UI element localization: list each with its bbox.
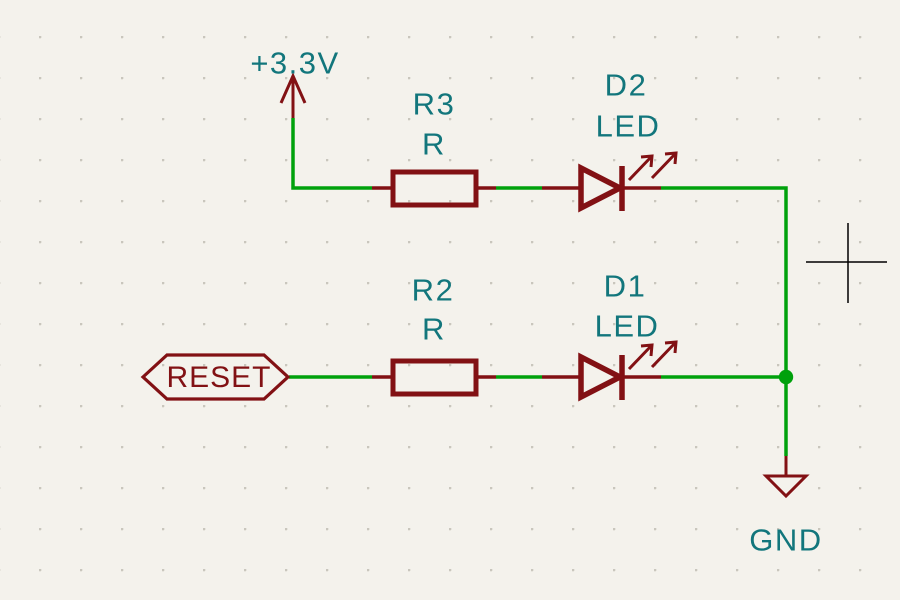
d1-value-label[interactable]: LED — [594, 308, 660, 344]
wire-d2-to-junction[interactable] — [661, 186, 788, 377]
gnd-symbol[interactable] — [762, 456, 810, 499]
led-d1-symbol[interactable] — [542, 340, 678, 402]
wire-vcc-to-r3[interactable] — [291, 118, 372, 190]
r3-body — [390, 169, 479, 208]
d1-diode-triangle — [578, 352, 627, 402]
d2-reference-label[interactable]: D2 — [604, 67, 648, 103]
d2-emission-arrows-icon — [627, 151, 678, 182]
gnd-power-label[interactable]: GND — [749, 522, 823, 558]
r2-value-label[interactable]: R — [422, 311, 446, 347]
d1-reference-label[interactable]: D1 — [603, 268, 647, 304]
reset-net-label-text[interactable]: RESET — [166, 361, 272, 394]
r2-reference-label[interactable]: R2 — [411, 272, 455, 308]
wire-junction-dot[interactable] — [778, 369, 794, 385]
reset-net-label-shape[interactable] — [140, 353, 291, 401]
r3-reference-label[interactable]: R3 — [412, 86, 456, 122]
r2-body — [390, 358, 479, 397]
r3-value-label[interactable]: R — [422, 126, 446, 162]
d2-diode-triangle — [578, 163, 627, 213]
resistor-r2-symbol[interactable] — [372, 358, 496, 397]
power-flag-3v3-symbol[interactable] — [279, 72, 307, 118]
cursor-crosshair — [806, 223, 887, 303]
d2-value-label[interactable]: LED — [595, 108, 661, 144]
led-d2-symbol[interactable] — [542, 151, 678, 213]
vcc-power-label[interactable]: +3.3V — [250, 45, 340, 81]
gnd-triangle-icon — [762, 474, 810, 499]
d1-emission-arrows-icon — [627, 340, 678, 371]
resistor-r3-symbol[interactable] — [372, 169, 496, 208]
